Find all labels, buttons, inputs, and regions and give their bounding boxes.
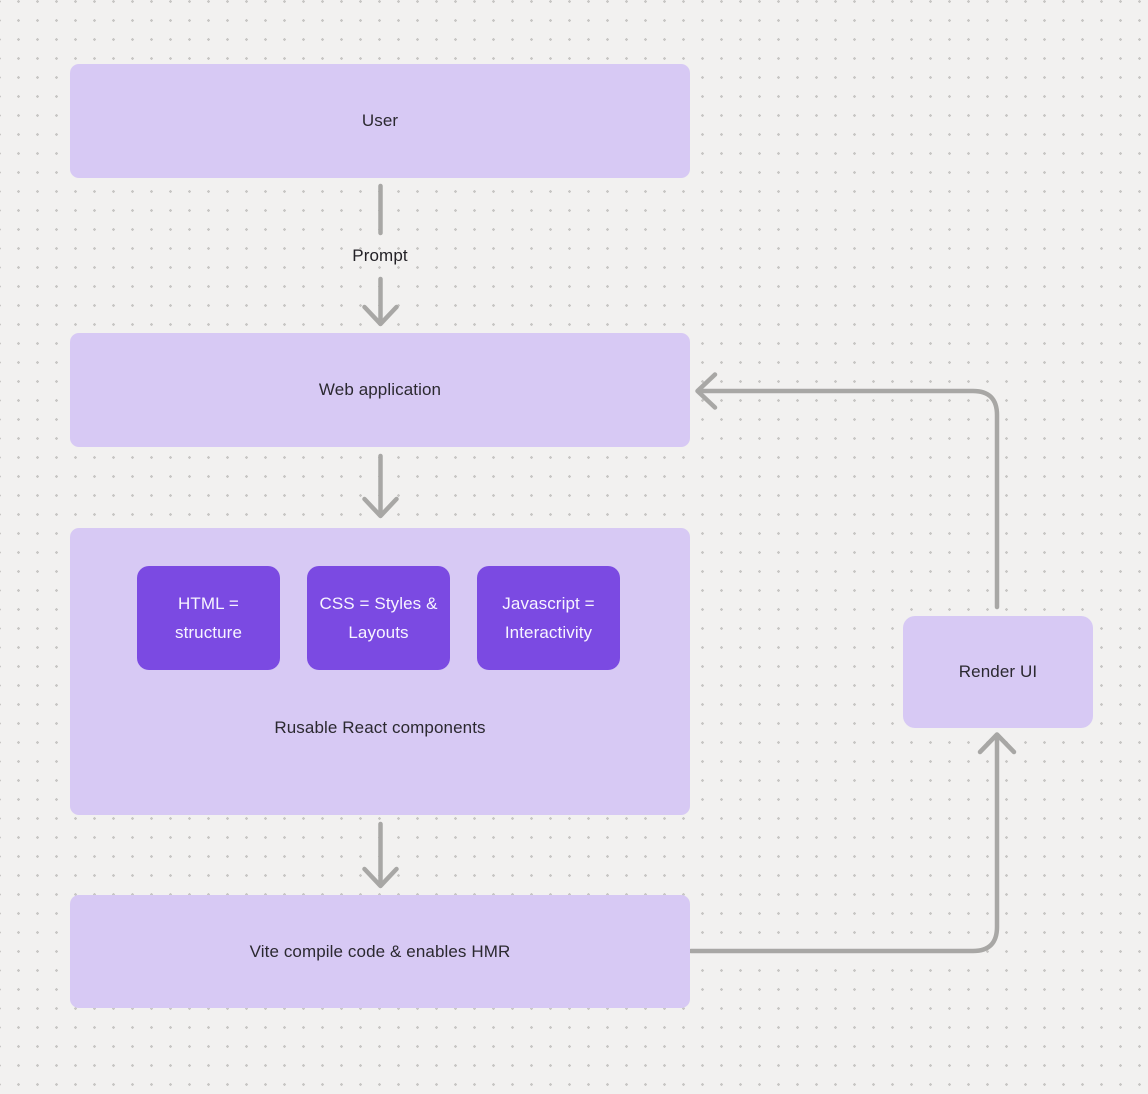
node-web-application-label: Web application [318, 380, 442, 399]
node-css-styles-label: CSS = Styles & Layouts [319, 594, 438, 642]
node-vite: Vite compile code & enables HMR [70, 895, 690, 1008]
node-render-ui: Render UI [903, 616, 1093, 728]
node-web-application: Web application [70, 333, 690, 447]
arrow-webapp-to-components [362, 453, 399, 519]
arrow-line [697, 388, 1000, 610]
arrow-up-head [977, 732, 1017, 755]
arrow-line [688, 735, 1000, 954]
group-caption: Rusable React components [274, 718, 486, 737]
node-vite-label: Vite compile code & enables HMR [249, 941, 511, 961]
edge-label-prompt: Prompt [352, 246, 408, 265]
node-react-components-group: HTML = structure CSS = Styles & Layouts … [70, 528, 690, 815]
arrow-down-head [362, 304, 399, 327]
node-html-structure-label: HTML = structure [174, 594, 243, 642]
node-javascript-interactivity: Javascript = Interactivity [477, 566, 620, 670]
node-css-styles: CSS = Styles & Layouts [307, 566, 450, 670]
node-user: User [70, 64, 690, 178]
arrow-down-head [362, 866, 399, 889]
node-render-ui-label: Render UI [958, 662, 1038, 681]
node-javascript-interactivity-label: Javascript = Interactivity [502, 594, 595, 642]
arrow-vite-to-renderui [688, 732, 1017, 954]
arrow-down-head [362, 496, 399, 519]
arrow-components-to-vite [362, 821, 399, 889]
node-html-structure: HTML = structure [137, 566, 280, 670]
node-user-label: User [361, 111, 399, 130]
arrow-left-head [695, 372, 718, 410]
arrow-renderui-to-webapp [695, 372, 1000, 610]
